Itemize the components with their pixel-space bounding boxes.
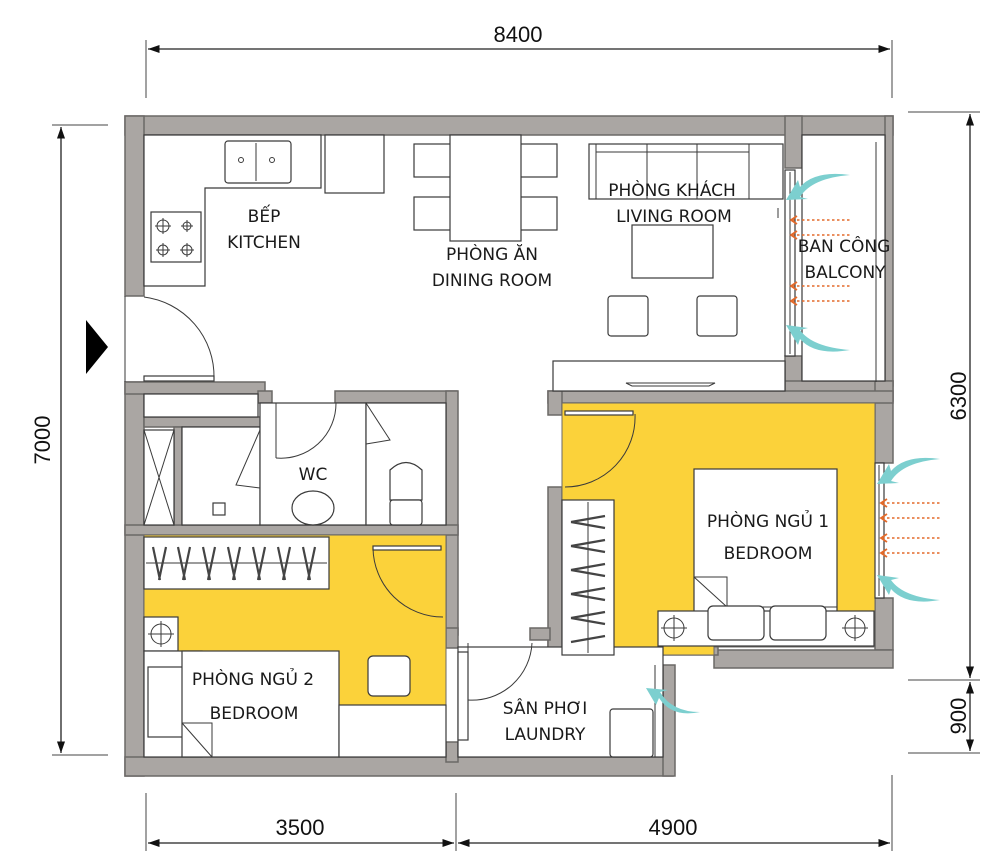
fridge [324, 134, 385, 194]
laundry-label-en: LAUNDRY [505, 725, 586, 745]
balcony-heat-arrows [789, 215, 850, 306]
bedroom1-bed [657, 468, 875, 647]
bedroom2-label-vi: PHÒNG NGỦ 2 [192, 667, 314, 690]
laundry-label-vi: SÂN PHƠI [503, 697, 587, 719]
wc-label: WC [299, 465, 328, 485]
kitchen-label-vi: BẾP [248, 203, 281, 227]
dimension-bottom-left: 3500 [276, 815, 325, 840]
bedroom1-breeze-arrows [877, 457, 940, 602]
dimension-bottom-right: 4900 [649, 815, 698, 840]
dimension-left: 7000 [30, 124, 108, 756]
balcony-label-vi: BAN CÔNG [798, 235, 891, 257]
bedroom2-door [372, 545, 444, 618]
laundry-door [467, 642, 533, 701]
entrance-arrow-icon [86, 320, 108, 374]
dimension-right-upper: 6300 [946, 372, 971, 421]
dimension-bottom: 3500 4900 [145, 775, 893, 851]
bedroom1-door [564, 410, 636, 488]
stove-icon [150, 211, 202, 263]
bedroom1-wardrobe [561, 499, 615, 656]
entrance-door [124, 296, 215, 382]
kitchen-counter [143, 134, 322, 287]
dimension-top: 8400 [145, 22, 893, 98]
bedroom2-label-en: BEDROOM [210, 704, 299, 724]
floor-drain-icon [212, 502, 226, 516]
toilet-icon [389, 461, 423, 501]
desk [338, 704, 447, 758]
dining-label-vi: PHÒNG ĂN [446, 243, 538, 265]
balcony-breeze-arrows [786, 173, 850, 352]
bedroom1-label-vi: PHÒNG NGỦ 1 [707, 509, 829, 532]
tv-icon [625, 382, 716, 387]
dimension-overall-height: 7000 [30, 416, 55, 465]
armchair [696, 295, 738, 337]
tv-console [552, 360, 786, 392]
armchair [607, 295, 649, 337]
dimension-overall-width: 8400 [494, 22, 543, 47]
hall-counter [143, 393, 259, 418]
dining-label-en: DINING ROOM [432, 271, 552, 291]
coffee-table [631, 224, 714, 279]
walls [124, 115, 894, 777]
dimension-right: 6300 900 [908, 111, 980, 754]
dimension-right-lower: 900 [946, 698, 971, 735]
laundry-breeze-arrow [646, 688, 700, 714]
desk-chair [367, 655, 411, 697]
laundry-door-frame [457, 651, 469, 741]
living-label-vi: PHÒNG KHÁCH [608, 179, 736, 201]
bedroom2-wardrobe [143, 536, 330, 590]
washbasin-icon [291, 490, 335, 526]
bedroom1-label-en: BEDROOM [724, 544, 813, 564]
living-label-en: LIVING ROOM [616, 207, 732, 227]
bedroom1-heat-arrows [879, 498, 940, 558]
bedroom2-bed [143, 650, 340, 758]
balcony-floor [801, 134, 886, 382]
sofa [588, 143, 784, 200]
balcony-label-en: BALCONY [804, 263, 886, 283]
kitchen-label-en: KITCHEN [227, 233, 301, 253]
dining-table [413, 134, 558, 242]
washing-machine [609, 708, 654, 758]
sink-icon [224, 140, 292, 184]
storage-closet [143, 429, 175, 526]
